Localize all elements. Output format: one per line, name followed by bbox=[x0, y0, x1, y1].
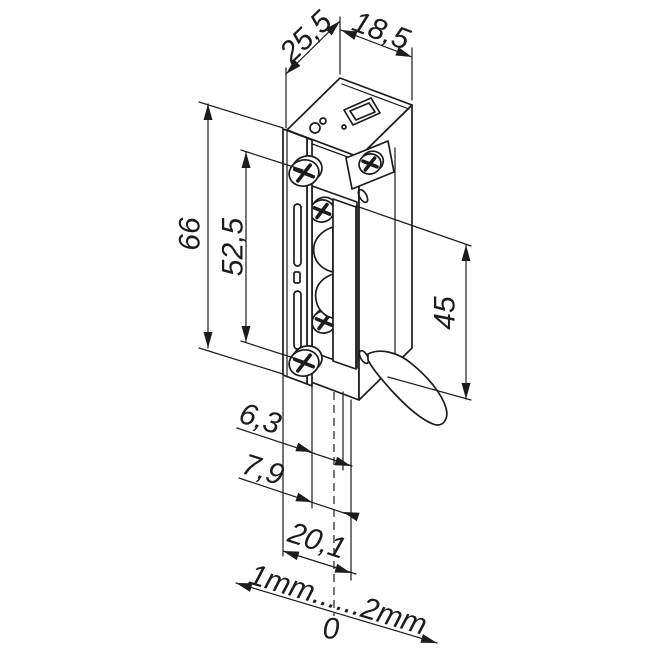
strike-keeper bbox=[309, 185, 358, 370]
arrowhead bbox=[461, 383, 471, 399]
arrowhead bbox=[343, 512, 360, 522]
faceplate-notch bbox=[293, 271, 301, 284]
arrowhead bbox=[283, 551, 300, 561]
dimension-offset-b: 7,9 bbox=[238, 448, 360, 522]
release-lever bbox=[367, 350, 448, 426]
dim-line bbox=[235, 582, 438, 644]
arrowhead bbox=[203, 332, 213, 348]
dim-label-offset-a: 6,3 bbox=[235, 397, 285, 441]
dim-label-total-height: 66 bbox=[174, 217, 207, 251]
keeper-cam-lobe-bottom bbox=[314, 273, 334, 319]
faceplate-screw-top bbox=[288, 155, 323, 187]
zero-reference-label: 0 bbox=[323, 613, 340, 646]
arrowhead bbox=[236, 583, 253, 592]
dim-line bbox=[236, 427, 353, 467]
ext-line bbox=[240, 340, 304, 362]
dimension-depth-total: 20,1 bbox=[282, 516, 357, 575]
hinge-slot-bottom bbox=[358, 349, 370, 365]
arrowhead bbox=[334, 456, 351, 466]
pin-hole bbox=[341, 124, 347, 130]
dimension-latch-height: 45 bbox=[355, 205, 472, 401]
arrowhead bbox=[295, 442, 312, 452]
keeper-lip-plate bbox=[332, 198, 357, 370]
ext-line bbox=[198, 347, 284, 375]
dimension-total-height: 66 bbox=[174, 101, 284, 375]
dim-label-width: 18,5 bbox=[348, 5, 415, 57]
connector-slot-inner bbox=[349, 102, 376, 121]
keeper-pivot-screw-top bbox=[309, 196, 338, 223]
faceplate-slot-upper bbox=[293, 203, 302, 267]
side-screw bbox=[358, 150, 385, 175]
lever-outline bbox=[367, 350, 448, 426]
ext-line bbox=[355, 205, 472, 247]
dim-label-depth: 25,5 bbox=[273, 5, 339, 70]
arrowhead bbox=[203, 104, 213, 120]
faceplate bbox=[282, 128, 323, 387]
cable-hole bbox=[309, 122, 321, 134]
ext-line bbox=[240, 149, 304, 171]
top-back-edge-inset bbox=[341, 83, 410, 110]
ext-line bbox=[198, 101, 284, 129]
arrowhead bbox=[241, 152, 251, 168]
keeper-cam-lobe-top bbox=[312, 226, 334, 273]
dim-label-depth-total: 20,1 bbox=[283, 516, 350, 566]
arrowhead bbox=[325, 21, 340, 36]
arrowhead bbox=[241, 326, 251, 342]
ext-line bbox=[387, 376, 472, 401]
hinge-slot-top bbox=[357, 188, 369, 204]
dim-label-screw-spacing: 52,5 bbox=[217, 217, 250, 276]
arrowhead bbox=[461, 245, 471, 261]
faceplate-screw-bottom bbox=[288, 345, 323, 377]
reference-lines bbox=[282, 375, 352, 616]
arrowhead bbox=[286, 59, 301, 74]
arrowhead bbox=[334, 563, 351, 573]
dimension-screw-spacing: 52,5 bbox=[217, 149, 304, 362]
arrowhead bbox=[295, 492, 312, 502]
arrowhead bbox=[420, 634, 437, 643]
cable-hole-small bbox=[319, 117, 327, 125]
dim-label-offset-b: 7,9 bbox=[238, 448, 288, 492]
dim-label-latch-height: 45 bbox=[429, 296, 462, 330]
arrowhead bbox=[341, 30, 358, 40]
arrowhead bbox=[395, 47, 412, 57]
